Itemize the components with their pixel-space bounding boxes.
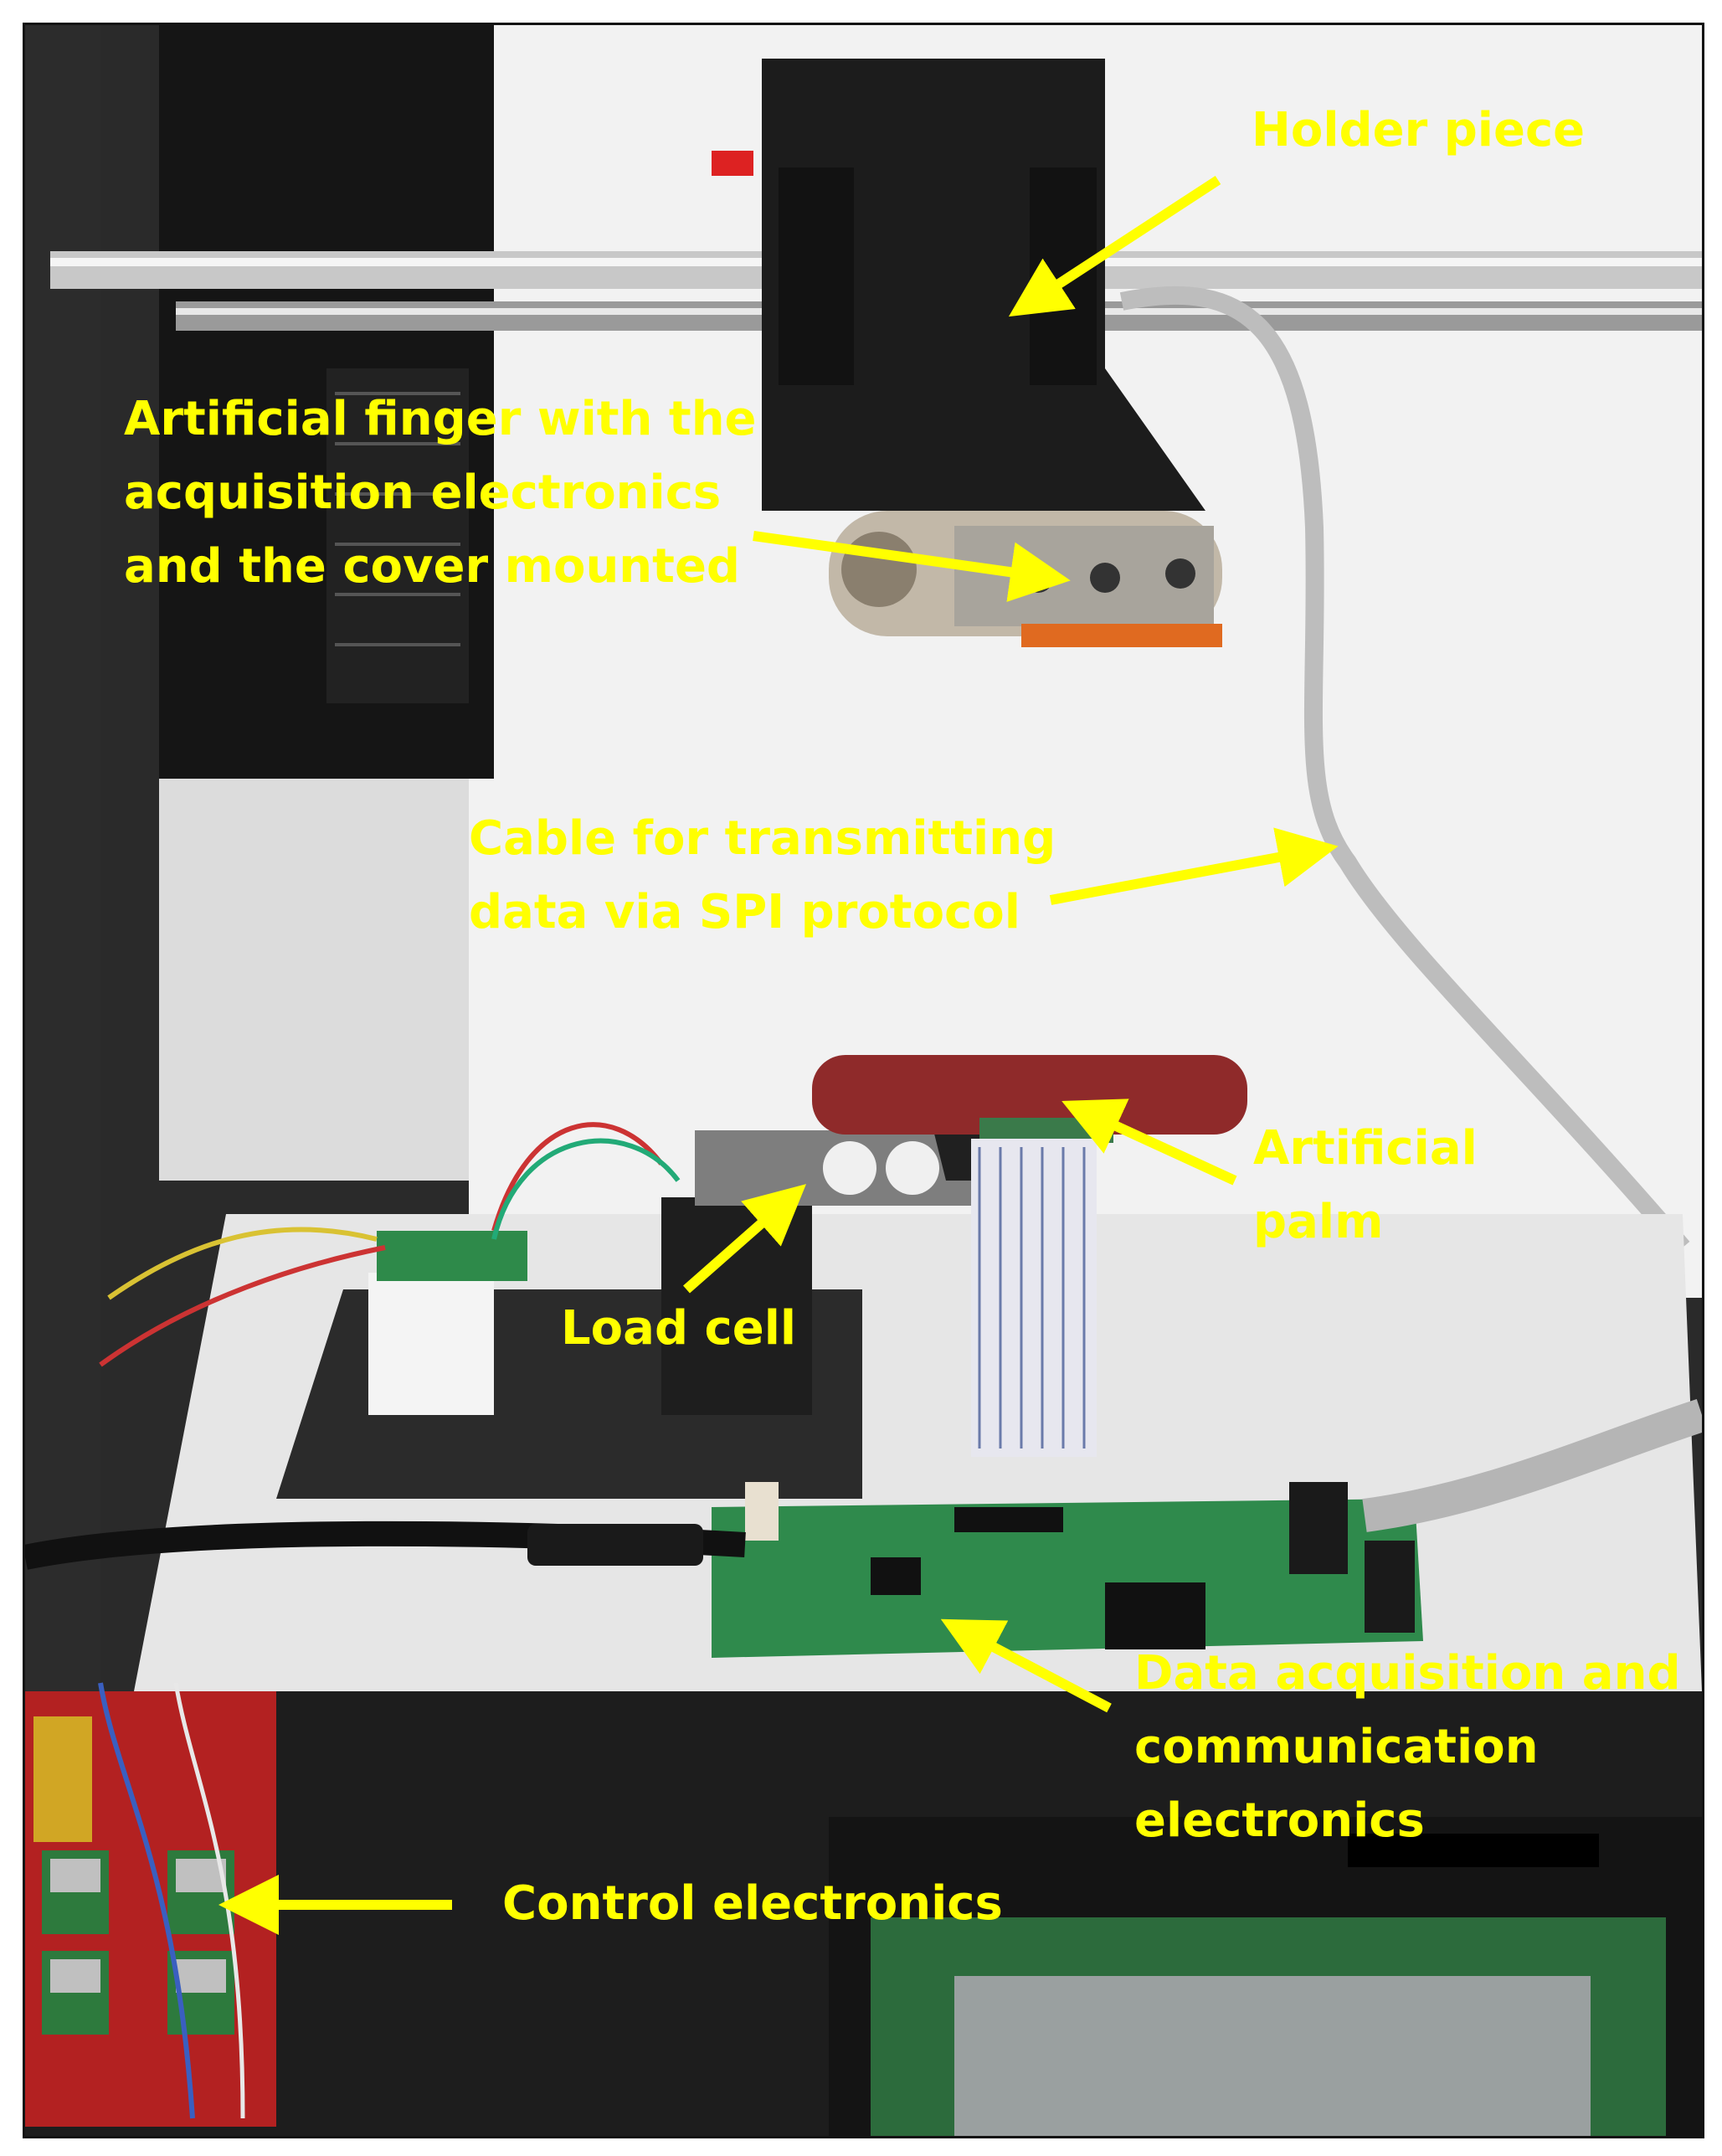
artificial-palm — [812, 1055, 1247, 1135]
cable-arrow — [1049, 827, 1339, 905]
lcd-screen — [954, 1976, 1591, 2136]
label-load-cell: Load cell — [561, 1301, 797, 1356]
holder-piece-arrow — [1008, 175, 1221, 317]
annotation-arrows — [218, 175, 1339, 1935]
load-cell-arrow — [683, 1184, 807, 1294]
finger-arrow — [753, 531, 1071, 602]
palm-arrow — [1061, 1099, 1237, 1186]
label-control-electronics: Control electronics — [502, 1876, 1003, 1931]
label-holder-piece: Holder piece — [1252, 103, 1586, 157]
fan-housing — [326, 368, 469, 703]
flex-cable — [971, 1139, 1097, 1457]
daq-board — [712, 1499, 1423, 1658]
spi-ribbon-cable — [1119, 286, 1690, 1254]
daq-arrow — [940, 1618, 1112, 1713]
experimental-setup-scene — [25, 25, 1702, 2136]
